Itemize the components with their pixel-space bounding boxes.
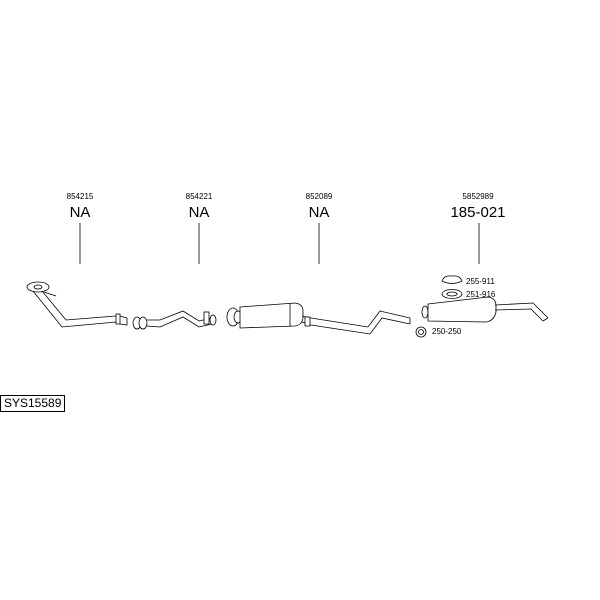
part-code-1[interactable]: NA xyxy=(69,204,91,221)
part-ref-3: 852089 xyxy=(305,192,333,201)
part-ref-1: 854215 xyxy=(66,192,94,201)
part-ref-2: 854221 xyxy=(185,192,213,201)
accessory-code-1[interactable]: 255-911 xyxy=(466,277,495,286)
part-code-4[interactable]: 185-021 xyxy=(450,204,506,221)
part-code-2[interactable]: NA xyxy=(188,204,210,221)
accessory-bracket-255-911 xyxy=(441,275,463,284)
accessory-code-3[interactable]: 250-250 xyxy=(432,327,462,336)
intermediate-pipe-part xyxy=(132,310,217,330)
part-code-3[interactable]: NA xyxy=(308,204,330,221)
centre-silencer-part xyxy=(226,302,411,335)
accessory-clamp-250-250 xyxy=(415,326,427,338)
front-pipe-part xyxy=(26,281,128,328)
accessory-clamp-251-916 xyxy=(441,289,463,299)
part-ref-4: 5852989 xyxy=(462,192,494,201)
rear-silencer-part xyxy=(421,296,549,323)
accessory-code-2[interactable]: 251-916 xyxy=(466,290,496,299)
system-id-label: SYS15589 xyxy=(0,395,66,412)
